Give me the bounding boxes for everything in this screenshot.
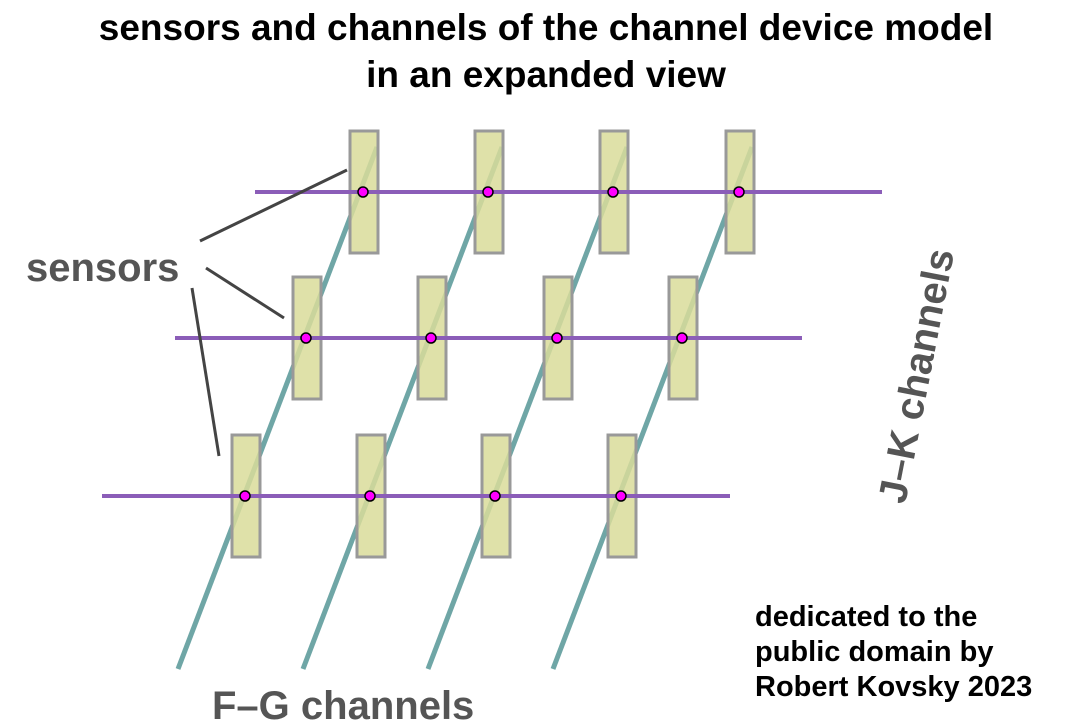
fg-channel-4 bbox=[550, 146, 755, 670]
junction-r1-c3 bbox=[607, 186, 619, 198]
fg-channel-layer bbox=[175, 146, 755, 670]
sensor-leader-line-3 bbox=[190, 287, 221, 457]
credit-line-3: Robert Kovsky 2023 bbox=[755, 671, 1033, 703]
junction-r1-c2 bbox=[482, 186, 494, 198]
junction-r2-c3 bbox=[551, 332, 563, 344]
junction-r3-c3 bbox=[489, 490, 501, 502]
sensor-leader-line-2 bbox=[205, 266, 285, 320]
fg-channel-2 bbox=[300, 146, 505, 670]
junction-r2-c1 bbox=[300, 332, 312, 344]
credit-line-1: dedicated to the bbox=[755, 601, 978, 633]
sensor-leader-line-1 bbox=[199, 168, 348, 243]
fg-channels-label: F–G channels bbox=[212, 684, 474, 727]
page-title: sensors and channels of the channel devi… bbox=[0, 4, 1092, 98]
public-domain-credit: dedicated to the public domain by Robert… bbox=[755, 600, 1032, 705]
junction-layer bbox=[239, 186, 745, 502]
title-line-2: in an expanded view bbox=[366, 54, 726, 95]
junction-r3-c1 bbox=[239, 490, 251, 502]
junction-r1-c1 bbox=[357, 186, 369, 198]
fg-channel-3 bbox=[425, 146, 630, 670]
title-line-1: sensors and channels of the channel devi… bbox=[98, 7, 994, 48]
junction-r3-c4 bbox=[615, 490, 627, 502]
junction-r1-c4 bbox=[733, 186, 745, 198]
junction-r3-c2 bbox=[364, 490, 376, 502]
fg-channel-1 bbox=[175, 146, 380, 670]
sensors-label: sensors bbox=[26, 246, 179, 290]
jk-channels-label: J–K channels bbox=[871, 245, 963, 507]
junction-r2-c4 bbox=[676, 332, 688, 344]
sensor-leader-lines bbox=[190, 168, 348, 457]
junction-r2-c2 bbox=[425, 332, 437, 344]
credit-line-2: public domain by bbox=[755, 636, 994, 668]
